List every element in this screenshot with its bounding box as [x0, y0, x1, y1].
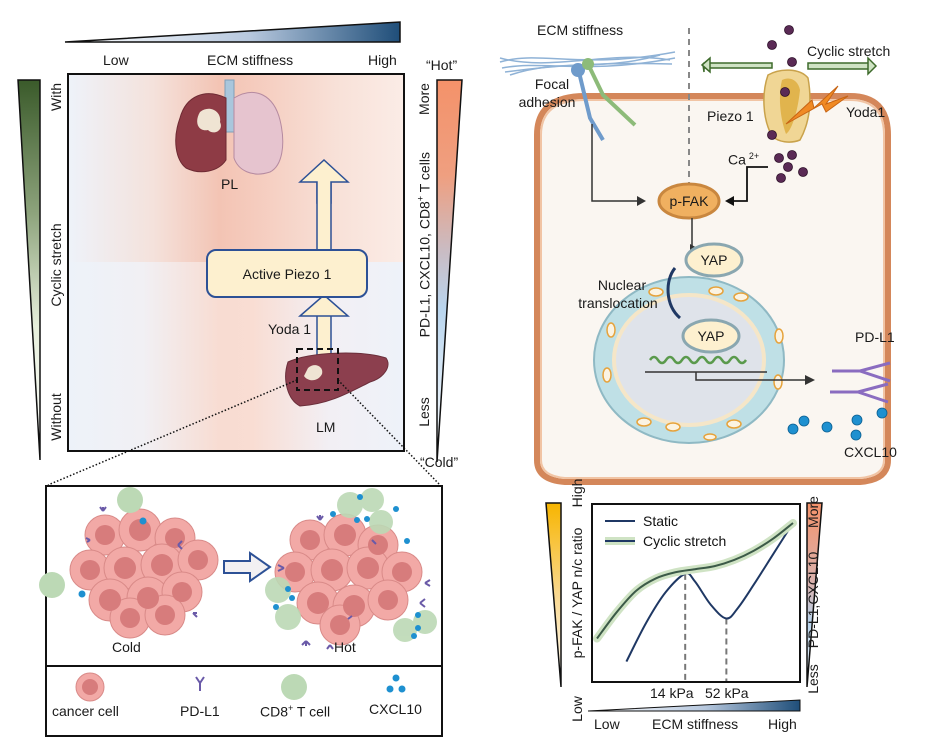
- y2-axis-title: PD-L1,CXCL10: [805, 551, 821, 649]
- transition-arrow: [223, 551, 272, 583]
- legend-cancer-cell-label: cancer cell: [52, 703, 119, 719]
- legend-label-1: Cyclic stretch: [643, 533, 726, 549]
- cold-label: “Cold”: [420, 454, 459, 470]
- y-low-label: Low: [569, 696, 585, 722]
- ca-to-pfak-arrow: [732, 166, 768, 202]
- piezo1-label: Piezo 1: [707, 108, 754, 124]
- cold-tumor-cluster: [39, 487, 219, 639]
- calcium-ions: [767, 25, 808, 183]
- liver-icon: [285, 348, 389, 407]
- cxcl10-label: CXCL10: [844, 444, 897, 460]
- stiffness-low-label: Low: [103, 52, 129, 68]
- yoda1-bolt-icon: [785, 85, 849, 125]
- transcription-arrow: [695, 372, 808, 381]
- x-low-label: Low: [594, 716, 620, 732]
- stiffness-high-label: High: [368, 52, 397, 68]
- upward-arrow-top: [298, 158, 350, 249]
- pfak-node: [657, 182, 721, 220]
- legend-pd-l1-icon: [195, 676, 205, 691]
- stiffness-wedge: [64, 21, 401, 43]
- pfak-label: p-FAK: [669, 193, 709, 209]
- series-line-static: [625, 522, 794, 663]
- y2-less-label: Less: [805, 664, 821, 694]
- focal-adhesion-icon: [571, 58, 637, 142]
- active-piezo-box: Active Piezo 1: [206, 249, 368, 298]
- series-line-cyclic-stretch: [596, 522, 794, 640]
- legend-cd8-label: CD8+ T cell: [260, 703, 331, 720]
- focal-adhesion-label-line2: adhesion: [518, 94, 576, 110]
- legend-cxcl10-label: CXCL10: [369, 701, 422, 717]
- yap-cytoplasm-label: YAP: [700, 252, 728, 268]
- x-high-label: High: [768, 716, 797, 732]
- y2-more-label: More: [805, 496, 821, 528]
- yap-nucleus-node: [681, 318, 741, 354]
- fa-to-pfak-arrow: [591, 124, 639, 202]
- cyclic-stretch-arrows: [700, 56, 878, 76]
- stiffness-title: ECM stiffness: [207, 52, 294, 68]
- yap-nucleus-label: YAP: [697, 328, 725, 344]
- x-axis-title: ECM stiffness: [652, 716, 739, 732]
- y-high-label: High: [569, 478, 585, 508]
- translocation-arrow: [666, 267, 682, 320]
- hot-tumor-cluster: [265, 488, 437, 650]
- yoda1-label: Yoda1: [846, 104, 886, 120]
- legend-cxcl10-icon: [386, 674, 406, 693]
- yap-ratio-wedge: [545, 502, 562, 688]
- yap-cytoplasm-node: [684, 242, 744, 278]
- cyclic-stretch-label: Cyclic stretch: [807, 43, 891, 59]
- legend-pd-l1-label: PD-L1: [180, 703, 220, 719]
- lung-icon: [175, 79, 284, 175]
- legend-divider: [47, 665, 441, 667]
- hot-cold-wedge: [436, 79, 463, 463]
- hot-label: “Hot”: [426, 57, 458, 73]
- annotation-14kpa: 14 kPa: [650, 685, 694, 701]
- cold-tumor-label: Cold: [112, 639, 141, 655]
- legend-cd8-t-cell-icon: [281, 674, 307, 700]
- focal-adhesion-label-line1: Focal: [534, 76, 570, 92]
- hot-tumor-label: Hot: [334, 639, 356, 655]
- dna-icon: [648, 355, 748, 365]
- annotation-52kpa: 52 kPa: [705, 685, 749, 701]
- y-axis-title: p-FAK / YAP n/c ratio: [569, 527, 585, 659]
- legend-label-0: Static: [643, 513, 678, 529]
- pdl1-label: PD-L1: [855, 329, 895, 345]
- nuclear-translocation-line1: Nuclear: [597, 277, 647, 293]
- zoom-line-left: [47, 379, 298, 486]
- liver-label: LM: [316, 419, 336, 435]
- lung-label: PL: [221, 176, 239, 192]
- cyclic-stretch-wedge: [17, 79, 41, 461]
- ecm-stiffness-label: ECM stiffness: [537, 22, 624, 38]
- cxcl10-chemokines: [787, 407, 888, 441]
- pdl1-receptor-icon: [830, 361, 891, 404]
- nuclear-translocation-line2: translocation: [578, 295, 658, 311]
- immune-level-wedge: [806, 502, 823, 688]
- legend-cancer-cell-icon: [75, 672, 105, 702]
- yoda-label: Yoda 1: [268, 321, 312, 337]
- chart-stiffness-wedge: [587, 699, 801, 712]
